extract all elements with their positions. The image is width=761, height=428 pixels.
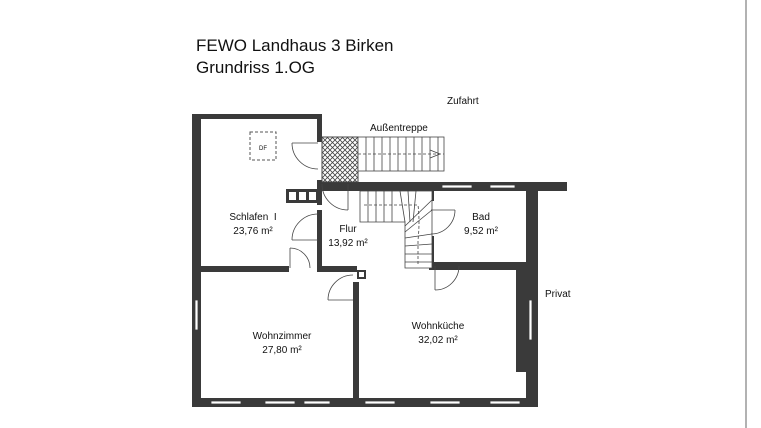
room-bad: Bad 9,52 m² xyxy=(464,212,499,237)
interior-staircase xyxy=(359,190,433,269)
room-area: 9,52 m² xyxy=(464,226,499,237)
label-aussentreppe: Außentreppe xyxy=(370,123,428,134)
label-privat: Privat xyxy=(545,289,571,300)
room-name: Bad xyxy=(472,212,490,223)
room-name: Flur xyxy=(339,224,357,235)
windows xyxy=(194,184,533,405)
room-area: 23,76 m² xyxy=(233,226,273,237)
room-area: 27,80 m² xyxy=(262,345,302,356)
room-area: 13,92 m² xyxy=(328,238,368,249)
outdoor-staircase xyxy=(357,136,445,172)
outdoor-landing xyxy=(321,136,359,183)
skylight-label: DF xyxy=(259,146,267,152)
label-zufahrt: Zufahrt xyxy=(447,96,479,107)
plan-subtitle: Grundriss 1.OG xyxy=(196,58,316,77)
doors xyxy=(289,142,460,301)
room-schlafen: Schlafen I 23,76 m² xyxy=(229,212,276,237)
room-name: Wohnzimmer xyxy=(253,331,312,342)
room-name: Schlafen I xyxy=(229,212,276,223)
room-wohnkueche: Wohnküche 32,02 m² xyxy=(412,321,465,346)
room-name: Wohnküche xyxy=(412,321,465,332)
room-wohnzimmer: Wohnzimmer 27,80 m² xyxy=(253,331,312,356)
room-area: 32,02 m² xyxy=(418,335,458,346)
chimney-ducts xyxy=(286,189,320,203)
column-inner xyxy=(359,272,364,277)
skylight-df: DF xyxy=(249,131,277,161)
room-flur: Flur 13,92 m² xyxy=(328,224,368,249)
plan-title: FEWO Landhaus 3 Birken xyxy=(196,36,394,55)
